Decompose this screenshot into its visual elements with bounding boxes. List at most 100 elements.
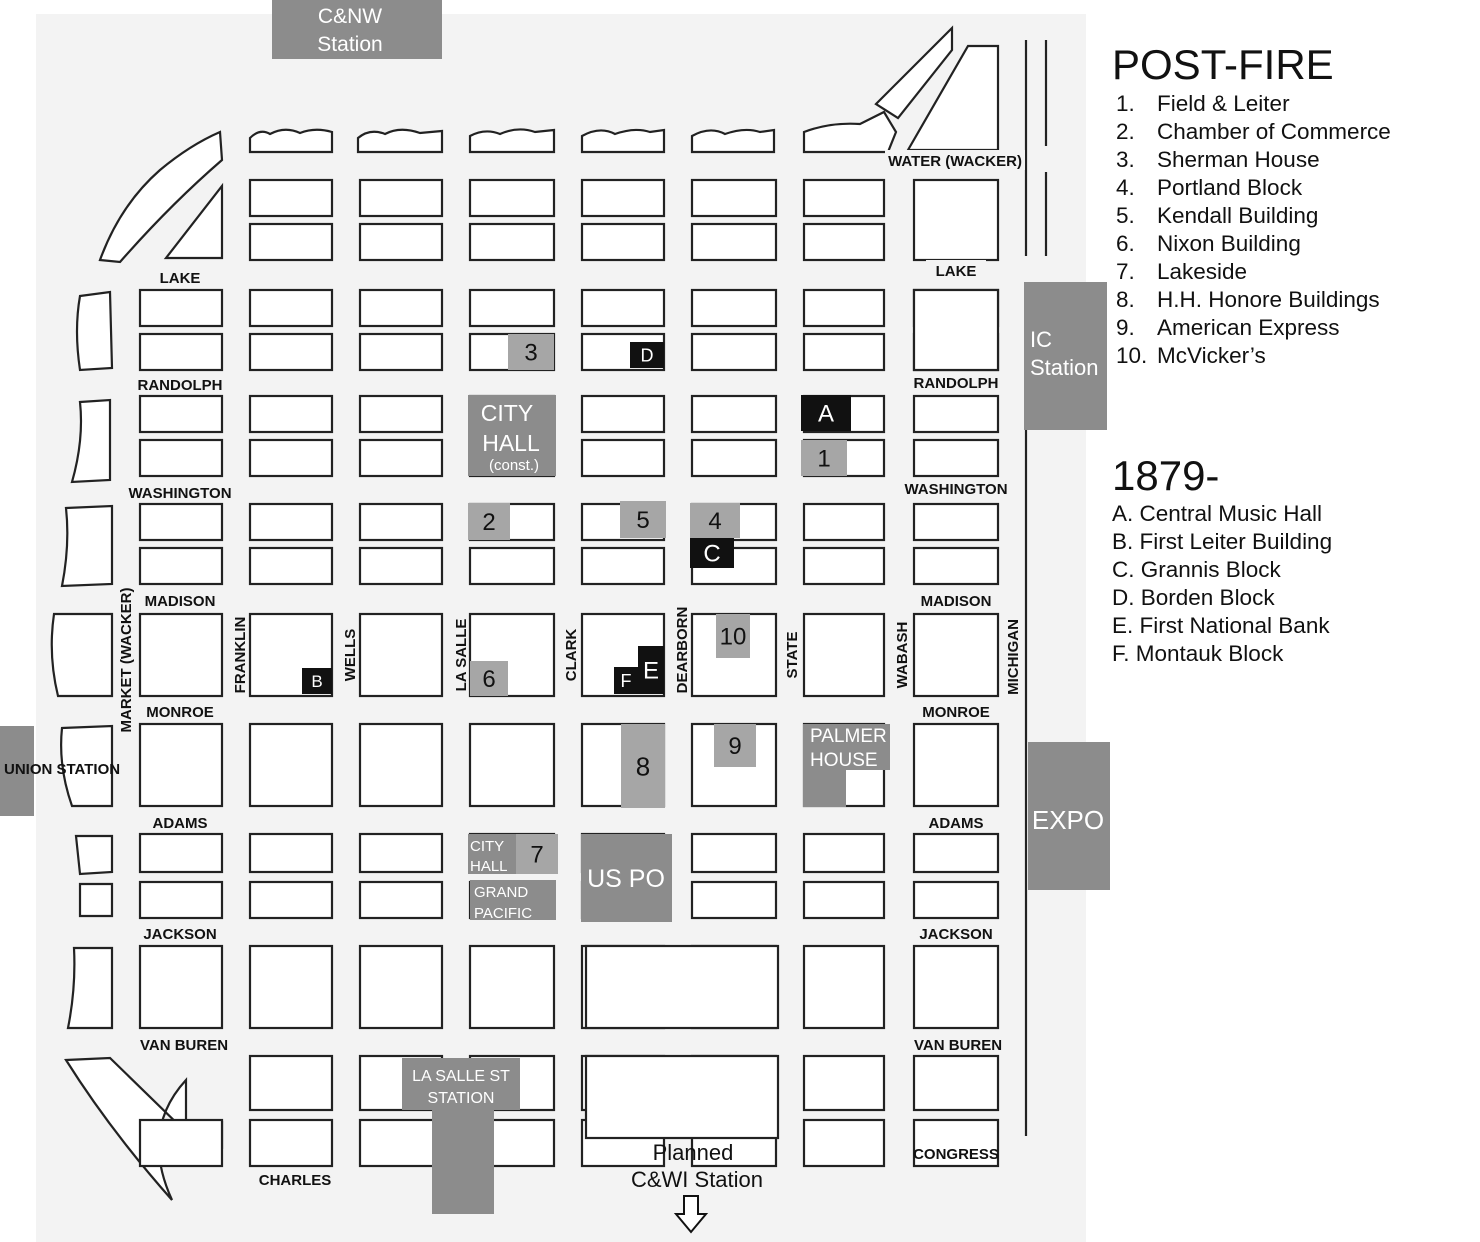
marker-label: 1 xyxy=(817,446,830,473)
old-city-hall-label-2: HALL xyxy=(470,858,508,875)
street-washington: WASHINGTON xyxy=(128,485,231,502)
legend-1879-item: E. First National Bank xyxy=(1112,613,1330,638)
city-block xyxy=(690,178,778,218)
marker-E[interactable]: E xyxy=(638,646,664,694)
city-block xyxy=(690,222,778,262)
legend-1879-title: 1879- xyxy=(1112,452,1220,499)
legend-item-number: 3. xyxy=(1116,147,1135,172)
city-block xyxy=(248,546,334,586)
legend-postfire-item: 4. Portland Block xyxy=(1116,174,1391,202)
marker-8[interactable]: 8 xyxy=(621,724,665,808)
marker-label: 9 xyxy=(728,733,741,760)
marker-3[interactable]: 3 xyxy=(508,334,554,370)
marker-1[interactable]: 1 xyxy=(801,440,847,476)
legend-item-number: 4. xyxy=(1116,175,1135,200)
down-arrow-icon xyxy=(673,1195,709,1234)
city-block xyxy=(802,502,886,542)
city-block xyxy=(802,832,886,874)
legend-item-number: 6. xyxy=(1116,231,1135,256)
lasalle-station[interactable]: LA SALLE ST STATION xyxy=(402,1058,520,1214)
marker-label: 2 xyxy=(482,509,495,536)
marker-6[interactable]: 6 xyxy=(470,661,508,696)
city-hall-const[interactable]: CITY HALL (const.) xyxy=(468,395,556,476)
street-van-buren: VAN BUREN xyxy=(140,1037,228,1054)
city-block xyxy=(580,438,666,478)
city-block xyxy=(580,546,666,586)
cnw-station-label-2: Station xyxy=(317,33,382,56)
street-jackson-east: JACKSON xyxy=(919,926,992,943)
city-block xyxy=(580,288,666,328)
marker-4[interactable]: 4 xyxy=(690,503,740,538)
city-block xyxy=(468,722,556,808)
expo-label: EXPO xyxy=(1032,805,1104,835)
street-madison: MADISON xyxy=(145,593,216,610)
street-michigan: MICHIGAN xyxy=(1005,619,1022,695)
street-market: MARKET (WACKER) xyxy=(118,588,135,733)
legend-item-name: Lakeside xyxy=(1157,259,1248,284)
legend-item-number: 1. xyxy=(1116,91,1135,116)
city-block xyxy=(802,612,886,698)
marker-D[interactable]: D xyxy=(630,342,664,368)
marker-7[interactable]: 7 xyxy=(516,834,558,874)
grand-pacific[interactable]: GRAND PACIFIC xyxy=(470,880,556,922)
planned-station-label-2: C&WI Station xyxy=(631,1167,763,1192)
ic-station[interactable]: IC Station xyxy=(1024,282,1107,430)
cnw-station-label-1: C&NW xyxy=(318,5,382,28)
marker-label: E xyxy=(643,658,659,685)
grand-pacific-label-1: GRAND xyxy=(474,884,528,901)
palmer-house[interactable]: PALMER HOUSE xyxy=(803,724,890,807)
ic-station-label-1: IC xyxy=(1030,327,1052,352)
union-station-label: UNION STATION xyxy=(4,761,120,778)
legend-postfire-item: 8.H.H. Honore Buildings xyxy=(1116,286,1391,314)
marker-C[interactable]: C xyxy=(690,538,734,568)
marker-2[interactable]: 2 xyxy=(468,503,510,540)
legend-1879-item: D. Borden Block xyxy=(1112,585,1275,610)
legend-item-name: Portland Block xyxy=(1157,175,1303,200)
city-block xyxy=(138,880,224,920)
city-block xyxy=(690,438,778,478)
marker-5[interactable]: 5 xyxy=(620,501,666,538)
planned-cwi-station[interactable]: Planned C&WI Station xyxy=(631,1140,763,1234)
city-block xyxy=(248,332,334,372)
city-block xyxy=(912,288,1000,372)
marker-A[interactable]: A xyxy=(801,395,851,431)
legend-item-number: 10. xyxy=(1116,343,1148,368)
street-franklin: FRANKLIN xyxy=(232,617,249,694)
city-block xyxy=(138,438,224,478)
city-block xyxy=(138,288,224,328)
cnw-station[interactable]: C&NW Station xyxy=(272,0,442,59)
marker-F[interactable]: F xyxy=(614,667,638,694)
city-block xyxy=(580,222,666,262)
city-block xyxy=(802,178,886,218)
city-block xyxy=(358,722,444,808)
legend-item-name: Chamber of Commerce xyxy=(1157,119,1391,144)
old-city-hall[interactable]: CITY HALL xyxy=(468,834,516,875)
street-wabash: WABASH xyxy=(894,622,911,689)
city-block xyxy=(248,502,334,542)
street-lake-east: LAKE xyxy=(936,263,977,280)
union-station[interactable]: UNION STATION xyxy=(0,726,120,816)
city-block xyxy=(138,394,224,434)
legend-item-name: Nixon Building xyxy=(1157,231,1301,256)
legend-item-name: Sherman House xyxy=(1157,147,1320,172)
expo-building[interactable]: EXPO xyxy=(1028,742,1110,890)
city-block xyxy=(468,178,556,218)
legend-item-name: H.H. Honore Buildings xyxy=(1157,287,1380,312)
city-hall-label-1: CITY xyxy=(481,400,533,426)
city-block xyxy=(248,832,334,874)
legend-postfire-item: 7. Lakeside xyxy=(1116,258,1391,286)
street-dearborn: DEARBORN xyxy=(674,607,691,694)
us-post-office[interactable]: US PO xyxy=(581,834,672,922)
city-block xyxy=(912,832,1000,874)
marker-10[interactable]: 10 xyxy=(716,614,750,658)
marker-9[interactable]: 9 xyxy=(714,724,756,767)
city-hall-label-2: HALL xyxy=(482,430,540,456)
city-block xyxy=(468,546,556,586)
city-block xyxy=(802,1054,886,1112)
legend-item-number: 7. xyxy=(1116,259,1135,284)
city-hall-label-3: (const.) xyxy=(489,457,539,474)
marker-label: 10 xyxy=(720,624,747,651)
marker-B[interactable]: B xyxy=(302,668,332,694)
